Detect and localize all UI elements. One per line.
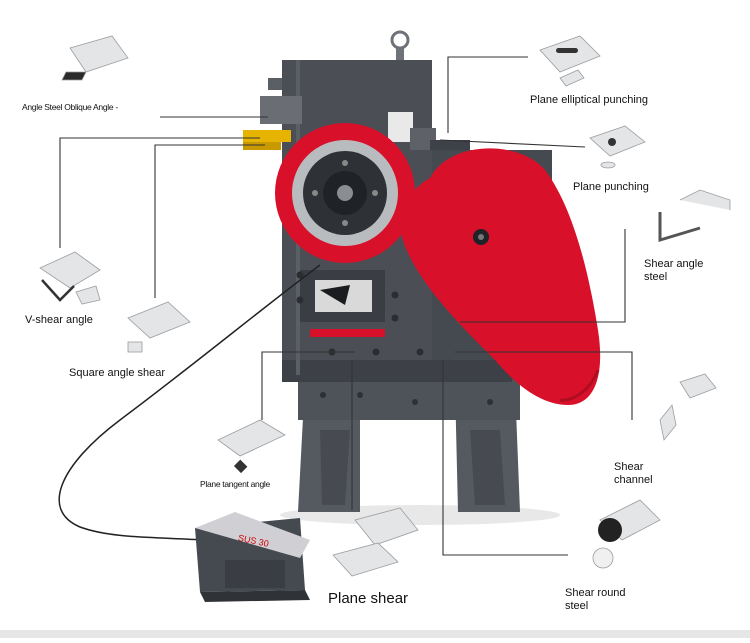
label-plane-tangent: Plane tangent angle [200, 479, 270, 489]
thumb-plane-shear [354, 507, 419, 546]
angle-shear-station [243, 96, 302, 150]
label-plane-elliptical: Plane elliptical punching [530, 94, 649, 106]
shear-window [296, 270, 424, 356]
thumb-angle-oblique [69, 35, 129, 73]
label-shear-angle-steel: Shear angle steel [644, 258, 704, 283]
flywheel [275, 123, 415, 263]
punch-station [410, 128, 470, 150]
thumb-plane-punching [589, 125, 646, 157]
pedal-cable [58, 264, 321, 541]
label-shear-round: Shear round steel [565, 587, 626, 612]
label-plane-shear: Plane shear [328, 590, 409, 607]
label-shear-channel: Shear channel [614, 461, 653, 486]
thumb-elliptical [539, 35, 601, 73]
label-square-angle: Square angle shear [69, 367, 166, 379]
foot-pedal: SUS 30 [195, 512, 310, 602]
label-v-shear: V-shear angle [25, 314, 93, 326]
red-cover [399, 148, 601, 405]
label-angle-oblique: Angle Steel Oblique Angle - [22, 102, 118, 112]
thumb-plane-tangent [217, 419, 286, 457]
bottom-rule [0, 630, 750, 638]
label-plane-punching: Plane punching [573, 181, 649, 193]
thumb-square-angle [127, 301, 191, 339]
leader-lines [59, 56, 633, 556]
part-thumbnails [39, 35, 731, 577]
machine-base [298, 380, 520, 512]
thumb-v-shear [39, 251, 101, 289]
thumb-shear-channel [679, 373, 717, 399]
